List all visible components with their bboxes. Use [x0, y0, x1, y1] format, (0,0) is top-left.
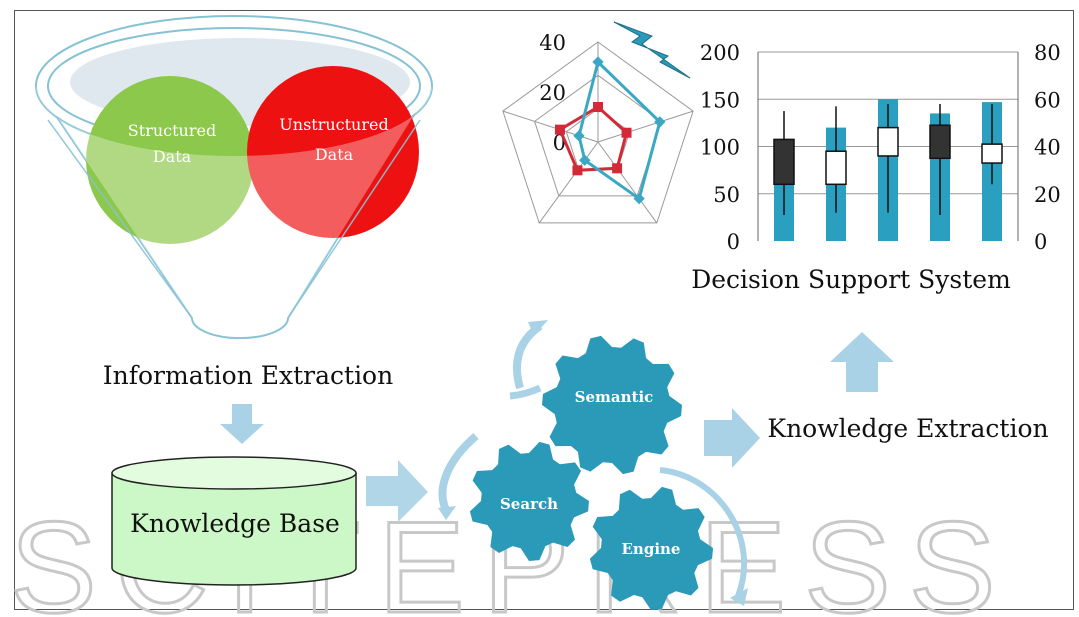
radar-spoke: [597, 141, 658, 224]
curved-arrow-left: [438, 432, 479, 512]
radar-point: [579, 154, 591, 166]
bar-left-tick-label: 150: [700, 88, 740, 112]
gear-engine-icon: [589, 486, 713, 610]
bar-right-tick-label: 20: [1034, 183, 1061, 207]
bar-right-tick-label: 0: [1034, 230, 1047, 254]
funnel-front-edge: [47, 119, 421, 339]
bar-right-tick-label: 80: [1034, 41, 1061, 65]
unstructured-data-circle: [247, 66, 419, 238]
lightning-icon: [613, 21, 691, 79]
structured-data-circle: [86, 76, 254, 244]
candle-body: [877, 126, 899, 157]
radar-point: [612, 163, 623, 174]
down-arrow-icon: [220, 404, 264, 444]
knowledge-extraction-label: Knowledge Extraction: [767, 414, 1048, 443]
bar-left-tick-label: 50: [713, 183, 740, 207]
structured-label-2: Data: [153, 147, 192, 166]
radar-tick-label: 40: [539, 31, 566, 55]
right-arrow-icon: [366, 460, 428, 522]
radar-point: [593, 102, 603, 112]
radar-series-line: [577, 59, 662, 202]
gear-assembly: Semantic Search Engine: [438, 320, 748, 610]
bar-right-tick-label: 40: [1034, 136, 1061, 160]
radar-point: [621, 127, 632, 138]
candle-body: [825, 150, 847, 186]
structured-label-1: Structured: [128, 121, 216, 140]
curved-arrow-upper-head: [528, 320, 548, 336]
gear-semantic-label: Semantic: [575, 388, 654, 406]
candle-body: [929, 124, 951, 160]
curved-arrow-right: [659, 467, 748, 598]
curved-arrow-upper: [512, 322, 543, 390]
cylinder-body: [111, 473, 357, 586]
knowledge-base-cylinder: Knowledge Base: [111, 456, 357, 586]
radar-point: [573, 130, 585, 142]
radar-spoke: [538, 141, 599, 224]
curved-arrow-top: [509, 384, 542, 400]
gear-semantic-icon: [542, 335, 682, 475]
gear-search-icon: [469, 441, 589, 561]
bar-chart: 0 50 100 150 200 0 20 40 60 80: [700, 41, 1061, 254]
candle-body: [773, 138, 795, 186]
information-extraction-label: Information Extraction: [103, 361, 393, 390]
figure-border: [14, 10, 1074, 610]
venn: Structured Data Unstructured Data: [36, 66, 432, 339]
cylinder-top: [111, 456, 357, 490]
radar-grid-ring: [502, 41, 694, 224]
radar-point: [572, 165, 583, 176]
up-arrow-icon: [830, 332, 894, 392]
candle-body: [981, 143, 1003, 164]
radar-tick-label: 20: [539, 81, 566, 105]
knowledge-base-label: Knowledge Base: [130, 509, 340, 538]
right-arrow-2-icon: [704, 408, 760, 468]
radar-point: [554, 124, 565, 135]
bar-right-tick-label: 60: [1034, 88, 1061, 112]
curved-arrow-left-head: [438, 506, 456, 520]
bar-left-tick-label: 0: [727, 230, 740, 254]
bar-left-tick-label: 200: [700, 41, 740, 65]
curved-arrow-right-head: [730, 588, 748, 606]
funnel-front-glass: [36, 86, 432, 338]
gear-search-label: Search: [500, 495, 558, 513]
bar-left-tick-label: 100: [700, 136, 740, 160]
radar-series-line: [558, 105, 629, 172]
unstructured-label-2: Data: [315, 145, 354, 164]
decision-support-system-label: Decision Support System: [691, 265, 1011, 294]
radar-spoke: [597, 110, 694, 143]
radar-point: [633, 192, 645, 205]
unstructured-label-1: Unstructured: [279, 115, 388, 134]
gear-engine-label: Engine: [622, 540, 681, 558]
